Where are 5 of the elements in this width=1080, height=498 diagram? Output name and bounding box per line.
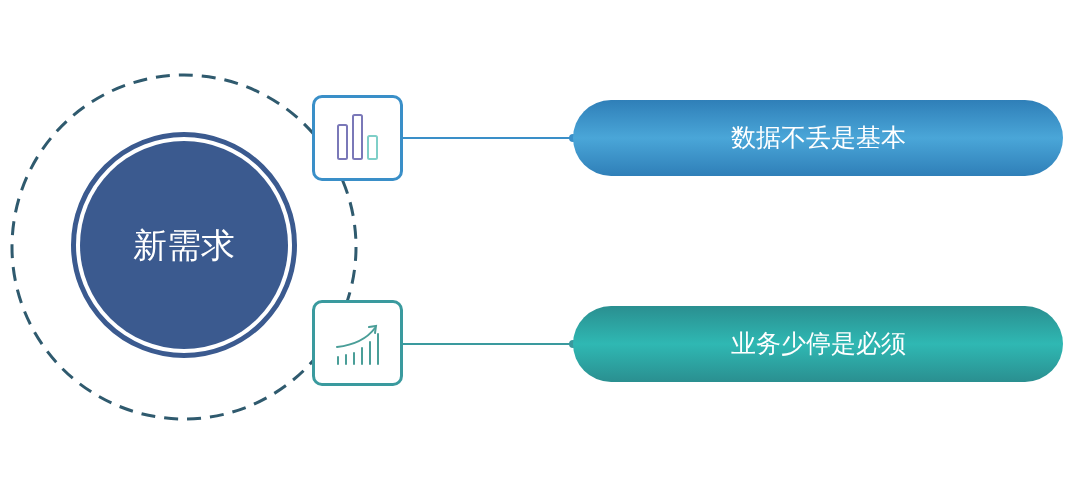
statement-text: 数据不丢是基本 [730, 122, 906, 154]
icon-card [312, 95, 403, 181]
center-label: 新需求 [133, 224, 235, 266]
icon-card [312, 300, 403, 386]
statement-text: 业务少停是必须 [730, 328, 906, 360]
